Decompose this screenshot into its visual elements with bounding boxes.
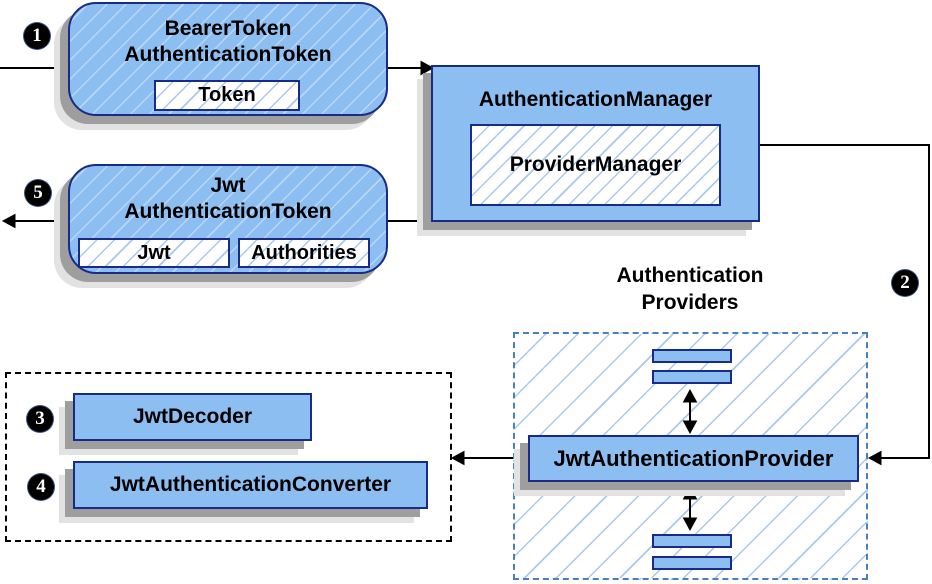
authentication-providers-label-line2: Providers: [641, 291, 739, 314]
step-1-marker: 1: [24, 23, 50, 49]
provider-placeholder-rect-1: [652, 349, 732, 363]
jwt-token-title-line1: Jwt: [210, 174, 246, 197]
arrow-bearer-to-manager: [388, 60, 435, 76]
authentication-manager-title: AuthenticationManager: [478, 88, 713, 111]
jwt-authentication-converter-node: JwtAuthenticationConverter: [73, 461, 428, 509]
jwt-authentication-token-node: Jwt AuthenticationToken Jwt Authorities: [68, 164, 388, 274]
jwt-token-title-line2: AuthenticationToken: [124, 200, 332, 223]
authorities-chip: Authorities: [238, 238, 370, 268]
authentication-providers-label-line1: Authentication: [616, 264, 764, 287]
provider-manager-chip: ProviderManager: [470, 124, 721, 206]
step-2-marker: 2: [892, 270, 918, 296]
double-arrow-upper: [682, 388, 698, 435]
provider-placeholder-rect-4: [652, 556, 732, 570]
provider-placeholder-rect-3: [652, 534, 732, 548]
step-3-marker: 3: [27, 406, 53, 432]
arrow-provider-to-decoder-group: [450, 450, 513, 466]
token-chip: Token: [154, 80, 300, 111]
step-5-marker: 5: [25, 180, 51, 206]
authentication-providers-label: Authentication Providers: [538, 262, 842, 316]
bearer-token-title-line1: BearerToken: [164, 17, 292, 40]
bearer-token-authentication-token-node: BearerToken AuthenticationToken Token: [68, 2, 388, 116]
jwt-decoder-node: JwtDecoder: [73, 393, 312, 441]
double-arrow-lower: [682, 485, 698, 532]
arrow-jwt-token-out: [1, 213, 68, 229]
authentication-manager-node: AuthenticationManager ProviderManager: [431, 65, 760, 222]
jwt-chip: Jwt: [78, 238, 230, 268]
jwt-authentication-provider-node: JwtAuthenticationProvider: [528, 435, 859, 482]
arrow-manager-to-provider: [760, 144, 930, 466]
step-4-marker: 4: [28, 474, 54, 500]
bearer-token-title-line2: AuthenticationToken: [124, 43, 332, 66]
provider-placeholder-rect-2: [652, 370, 732, 384]
